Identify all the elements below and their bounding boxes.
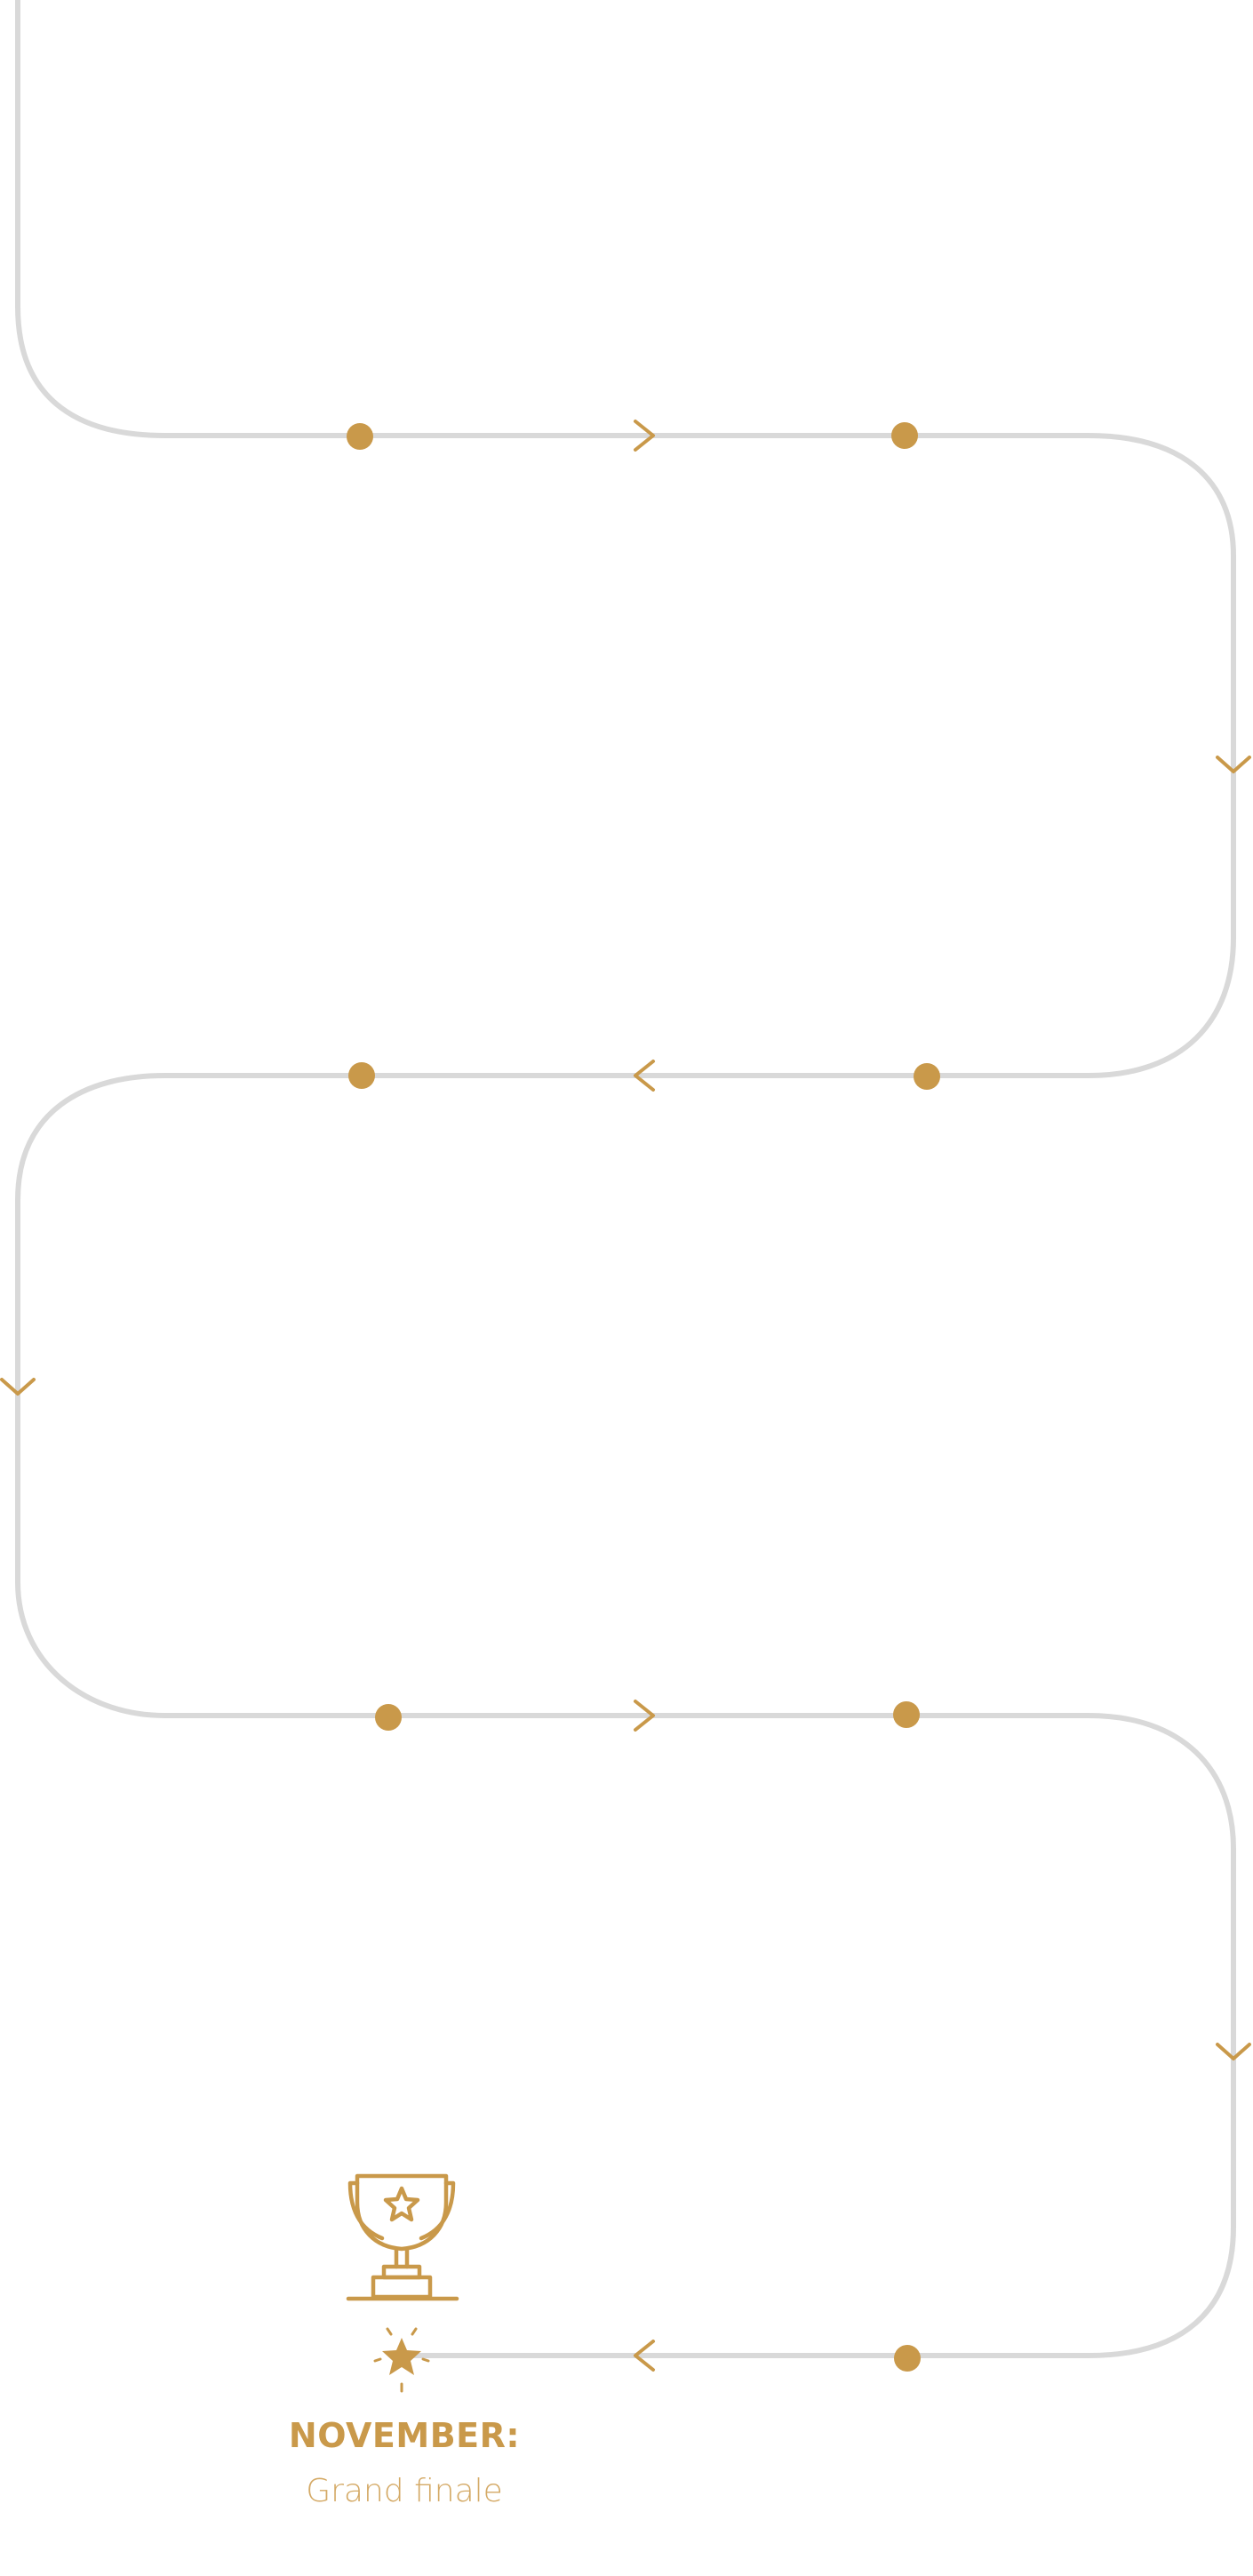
star-burst-icon — [373, 2327, 430, 2393]
chevron-right-icon — [634, 1700, 655, 1732]
trophy-icon — [346, 2173, 459, 2301]
milestone-dot — [375, 1704, 402, 1731]
chevron-left-icon — [634, 2340, 655, 2372]
chevron-right-icon — [634, 420, 655, 452]
milestone-dot — [348, 1062, 375, 1089]
milestone-dot — [914, 1063, 940, 1090]
milestone-dot — [891, 422, 918, 449]
chevron-down-icon — [1216, 756, 1251, 773]
finale-subtitle: Grand finale — [306, 2473, 503, 2509]
chevron-left-icon — [634, 1060, 655, 1092]
milestone-dot — [347, 423, 373, 450]
chevron-down-icon — [0, 1378, 36, 1396]
finale-title: NOVEMBER: — [288, 2416, 521, 2455]
milestone-dot — [894, 2345, 921, 2372]
milestone-dot — [893, 1701, 920, 1728]
roadmap-track — [15, 0, 1236, 2358]
chevron-down-icon — [1216, 2043, 1251, 2060]
